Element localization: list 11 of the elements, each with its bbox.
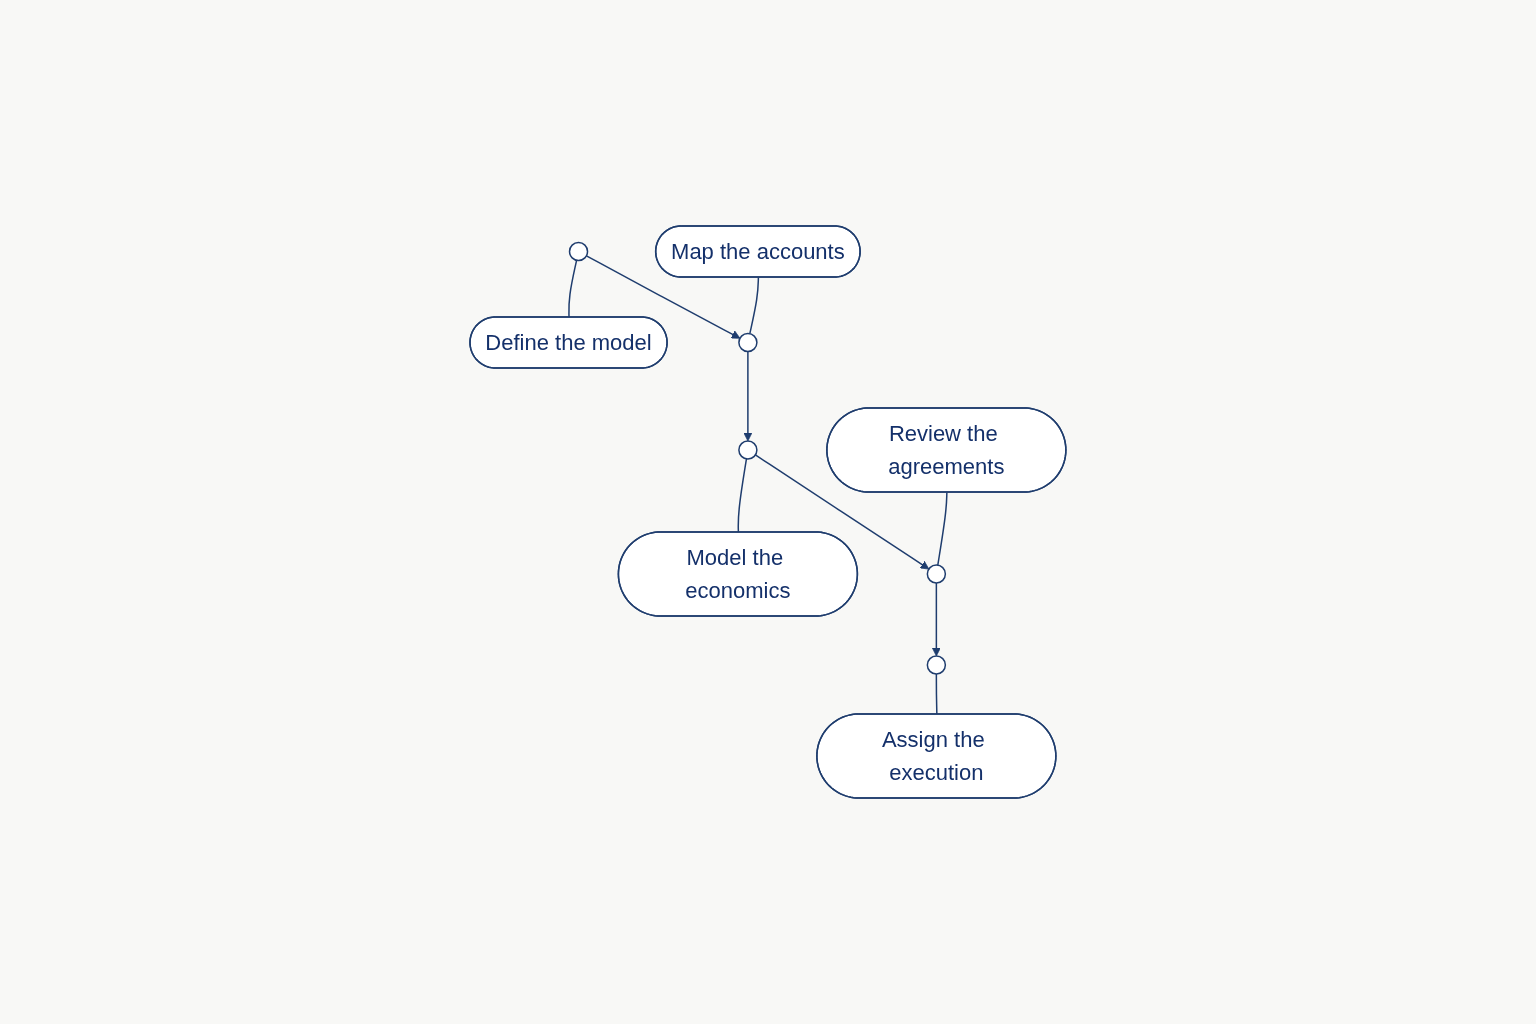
arrow: [932, 582, 941, 657]
arrow: [754, 454, 930, 570]
node-circle: [738, 332, 758, 353]
node-circle: [926, 655, 947, 675]
connector: [568, 259, 578, 319]
arrow: [743, 350, 753, 442]
connector: [749, 276, 760, 335]
node-circle: [926, 564, 947, 584]
node-circle: [738, 440, 758, 460]
connector: [937, 491, 948, 566]
node-circle: [568, 241, 589, 262]
